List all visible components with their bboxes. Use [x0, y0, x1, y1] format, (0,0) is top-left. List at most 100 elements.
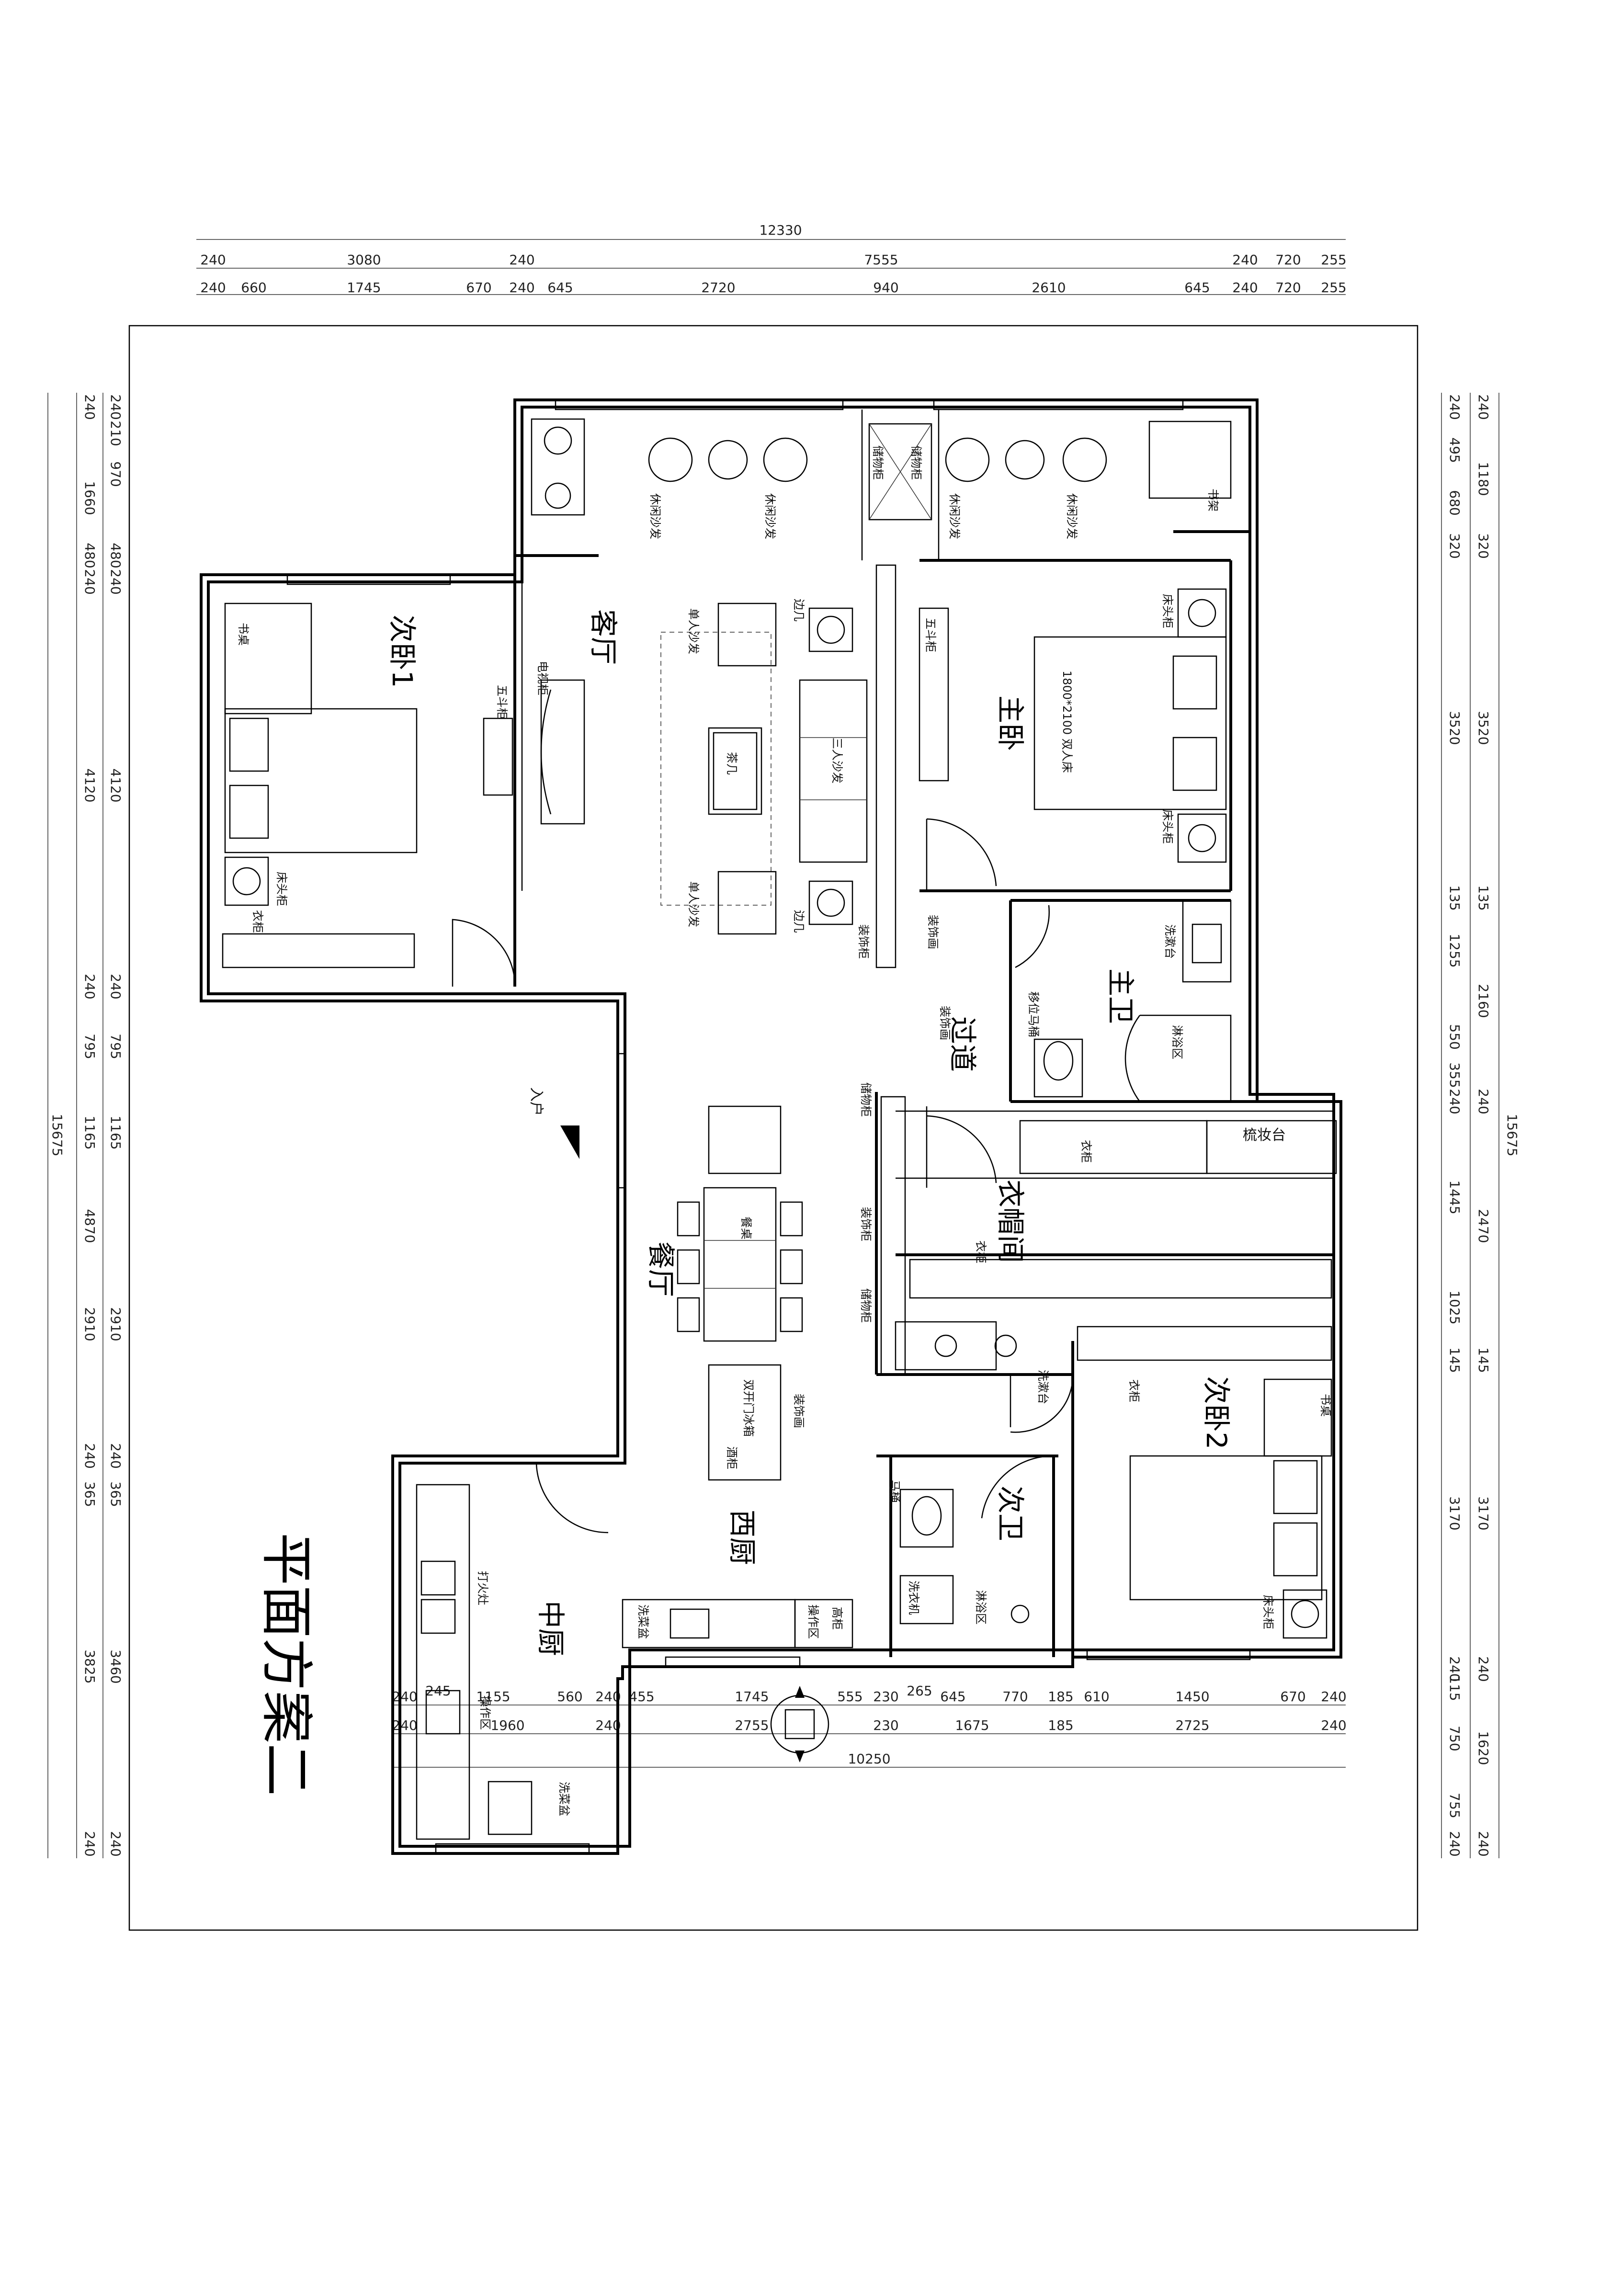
- dim-bottom-total: 10250: [848, 1751, 890, 1767]
- dim-right-r1-12: 145: [1447, 1347, 1463, 1373]
- dim-left-r2-5: 4120: [108, 768, 124, 802]
- right-dimensions: 240 495 680 320 3520 135 1255 550 355 24…: [1441, 393, 1520, 1858]
- dim-bottom-r1-9: 265: [907, 1683, 932, 1699]
- dim-left-r2-2: 970: [108, 461, 124, 487]
- dim-top-r1-5: 720: [1275, 252, 1301, 268]
- dim-right-r1-14: 240: [1447, 1656, 1463, 1682]
- label-side-table-2: 边几: [792, 910, 806, 933]
- dim-right-r2-4: 135: [1475, 885, 1491, 910]
- dim-top-r1-3: 7555: [864, 252, 898, 268]
- dim-bottom-r1-10: 645: [940, 1689, 965, 1705]
- label-dressing-table: 梳妆台: [1243, 1127, 1286, 1144]
- dim-left-r1-11: 365: [82, 1481, 98, 1507]
- dim-top-r2-0: 240: [200, 280, 226, 296]
- dim-bottom-r1-12: 185: [1048, 1689, 1073, 1705]
- label-storage-cabinet-4: 储物柜: [859, 1288, 873, 1323]
- label-wardrobe-4: 衣柜: [1127, 1379, 1141, 1402]
- room-master-bath: 主卫: [1104, 968, 1137, 1024]
- dim-top-r2-11: 720: [1275, 280, 1301, 296]
- label-wash-basin-2: 洗漱台: [1036, 1370, 1050, 1404]
- master-bedroom-furniture: 1800*2100 双人床 床头柜 床头柜 五斗柜: [919, 588, 1227, 863]
- label-wardrobe-1: 衣柜: [251, 910, 264, 933]
- plan-title: 平面方案二: [256, 1533, 317, 1796]
- second-bedroom-2-furniture: 书桌 床头柜 衣柜: [1077, 1326, 1332, 1639]
- label-desk-1: 书桌: [237, 623, 250, 646]
- dim-bottom-r1-8: 230: [873, 1689, 898, 1705]
- label-bedside-table-4: 床头柜: [1261, 1595, 1275, 1629]
- label-desk-2: 书桌: [1319, 1394, 1332, 1417]
- label-leisure-sofa-1: 休闲沙发: [648, 493, 662, 539]
- label-storage-cabinet-1: 储物柜: [871, 445, 885, 480]
- drawing-frame: [128, 325, 1418, 1931]
- room-corridor: 过道: [946, 1016, 979, 1072]
- dim-left-r2-11: 365: [108, 1481, 124, 1507]
- dim-top-r2-9: 645: [1184, 280, 1210, 296]
- dim-right-r2-1: 1180: [1475, 462, 1491, 496]
- dim-right-r1-15: 115: [1447, 1675, 1463, 1701]
- label-bedside-table-2: 床头柜: [1161, 809, 1174, 844]
- dim-left-r1-6: 795: [82, 1034, 98, 1059]
- cloakroom-furniture: 梳妆台 衣柜 衣柜 储物柜 装饰柜 储物柜 装饰画: [859, 1006, 1337, 1375]
- dim-left-r2-9: 2910: [108, 1307, 124, 1341]
- entrance-arrow-icon: [560, 1125, 579, 1159]
- dim-left-r1-8: 4870: [82, 1209, 98, 1243]
- dim-top-r2-12: 255: [1321, 280, 1346, 296]
- room-chinese-kitchen: 中厨: [534, 1601, 567, 1656]
- dim-right-r1-10: 1445: [1447, 1180, 1463, 1214]
- dim-right-r2-2: 320: [1475, 533, 1491, 558]
- room-second-bedroom-1: 次卧1: [386, 615, 419, 688]
- dim-left-r2-4: 240: [108, 569, 124, 594]
- dim-bottom-r1-11: 770: [1002, 1689, 1028, 1705]
- dim-right-r1-3: 320: [1447, 533, 1463, 558]
- room-cloakroom: 衣帽间: [994, 1180, 1027, 1263]
- dim-top-r2-5: 645: [547, 280, 573, 296]
- dim-left-total: 15675: [49, 1114, 65, 1156]
- top-dimensions: 12330 240 3080 240 7555 240 720 255 240 …: [196, 222, 1347, 296]
- second-bedroom-1-furniture: 书桌 床头柜 衣柜: [222, 602, 418, 968]
- dim-right-r1-13: 3170: [1447, 1496, 1463, 1530]
- dim-left-r2-6: 240: [108, 974, 124, 999]
- dim-left-r1-12: 3825: [82, 1649, 98, 1683]
- label-drawer-cabinet-2: 五斗柜: [924, 618, 937, 652]
- dim-left-r2-12: 3460: [108, 1649, 124, 1683]
- label-wardrobe-2: 衣柜: [1079, 1140, 1093, 1163]
- dim-bottom-r2-4: 230: [873, 1717, 898, 1733]
- dim-right-r2-9: 3170: [1475, 1496, 1491, 1530]
- dim-right-r2-6: 240: [1475, 1089, 1491, 1114]
- dim-left-r1-13: 240: [82, 1831, 98, 1856]
- dim-right-r2-7: 2470: [1475, 1209, 1491, 1243]
- dim-top-total: 12330: [759, 222, 802, 238]
- label-tv-cabinet: 电视柜: [536, 661, 549, 695]
- dim-left-r1-0: 240: [82, 394, 98, 420]
- dim-left-r1-5: 240: [82, 974, 98, 999]
- living-room-furniture: 电视柜 五斗柜 茶几 三人沙发 单人沙发 单人沙发 边几 边几 装饰柜 装饰画: [483, 564, 940, 968]
- dim-bottom-r2-1: 1960: [490, 1717, 524, 1733]
- label-tall-cabinet: 高柜: [830, 1607, 844, 1630]
- label-vegetable-sink-1: 洗菜盆: [636, 1604, 650, 1639]
- dim-bottom-r1-7: 555: [837, 1689, 862, 1705]
- dim-bottom-r1-5: 455: [629, 1689, 654, 1705]
- dim-right-r2-0: 240: [1475, 394, 1491, 420]
- label-decor-wall-3: 装饰画: [792, 1394, 806, 1428]
- label-bedside-table-1: 床头柜: [1161, 594, 1174, 628]
- label-three-seat-sofa: 三人沙发: [830, 738, 844, 784]
- label-drawer-cabinet-1: 五斗柜: [495, 685, 509, 719]
- dim-left-r2-13: 240: [108, 1831, 124, 1856]
- dim-top-r1-4: 240: [1232, 252, 1258, 268]
- label-double-bed: 1800*2100 双人床: [1060, 671, 1074, 773]
- label-shower-area-2: 淋浴区: [974, 1590, 987, 1625]
- label-bookshelf-1: 书架: [1206, 489, 1220, 511]
- dim-right-r1-6: 1255: [1447, 933, 1463, 967]
- dim-right-r1-16: 750: [1447, 1726, 1463, 1751]
- label-washing-machine: 洗衣机: [907, 1580, 920, 1615]
- left-dimensions: 15675 240 1660 480 240 4120 240 795 1165…: [47, 393, 124, 1858]
- label-operation-area-2: 操作区: [478, 1695, 492, 1730]
- dim-right-r1-7: 550: [1447, 1024, 1463, 1049]
- dim-bottom-r2-7: 2725: [1175, 1717, 1209, 1733]
- dim-right-r2-10: 240: [1475, 1656, 1491, 1682]
- western-kitchen-furniture: 操作区 高柜 洗菜盆: [622, 1599, 853, 1648]
- dim-right-total: 15675: [1504, 1114, 1520, 1156]
- label-gas-stove: 打火灶: [476, 1571, 489, 1605]
- room-western-kitchen: 西厨: [726, 1510, 759, 1565]
